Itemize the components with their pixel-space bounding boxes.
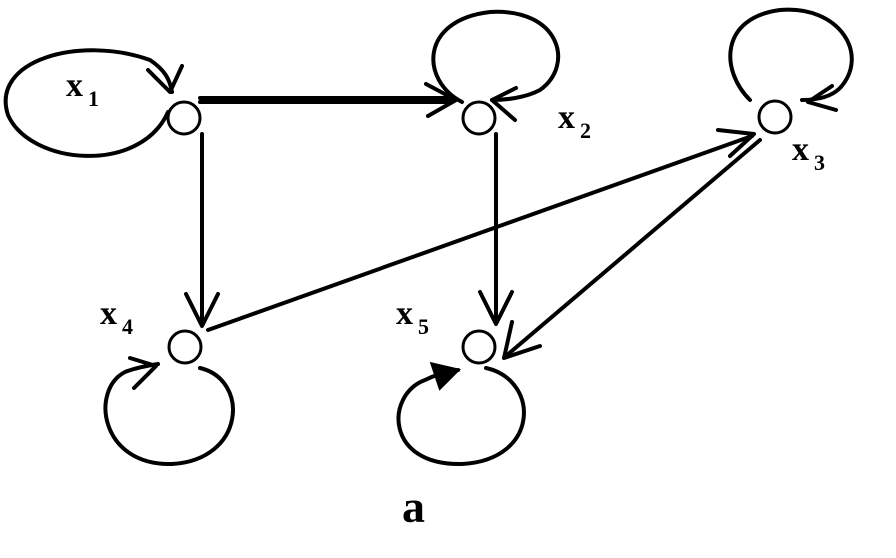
label-x1-subscript: 1 [88,86,99,111]
label-x4-subscript: 4 [122,314,133,339]
label-x5-subscript: 5 [418,314,429,339]
label-x3: x [792,131,809,168]
self-loop-x2 [431,9,561,104]
edge-x1-x4-arrowhead [184,292,220,328]
label-x5: x [396,295,413,332]
self-loop-x4 [103,362,235,467]
self-loop-x2-arrowhead [490,86,518,122]
label-x2-subscript: 2 [580,118,591,143]
self-loop-x4-arrowhead [128,356,158,390]
edge-x3-x5-arrowhead [502,320,542,360]
node-x5 [461,329,497,365]
node-x4 [167,329,203,365]
self-loop-x1 [3,48,174,158]
label-x3-subscript: 3 [814,150,825,175]
edge-x4-x3-arrowhead [716,128,756,158]
edge-x1-x2-arrowhead [424,82,458,118]
node-x2 [461,100,497,136]
edge-x3-x5 [504,138,762,358]
label-x4: x [100,295,117,332]
self-loop-x5 [396,366,526,467]
edge-x2-x5-arrowhead [478,290,514,326]
figure-caption: a [402,481,425,532]
edge-x4-x3 [206,134,754,332]
self-loop-x5-arrowhead [429,361,461,391]
self-loop-x1-arrowhead [146,64,184,94]
self-loop-x3 [728,7,854,102]
self-loop-x3-arrowhead [806,84,838,112]
label-x2: x [558,99,575,136]
label-x1: x [66,67,83,104]
node-x3 [757,99,793,135]
node-x1 [166,100,202,136]
